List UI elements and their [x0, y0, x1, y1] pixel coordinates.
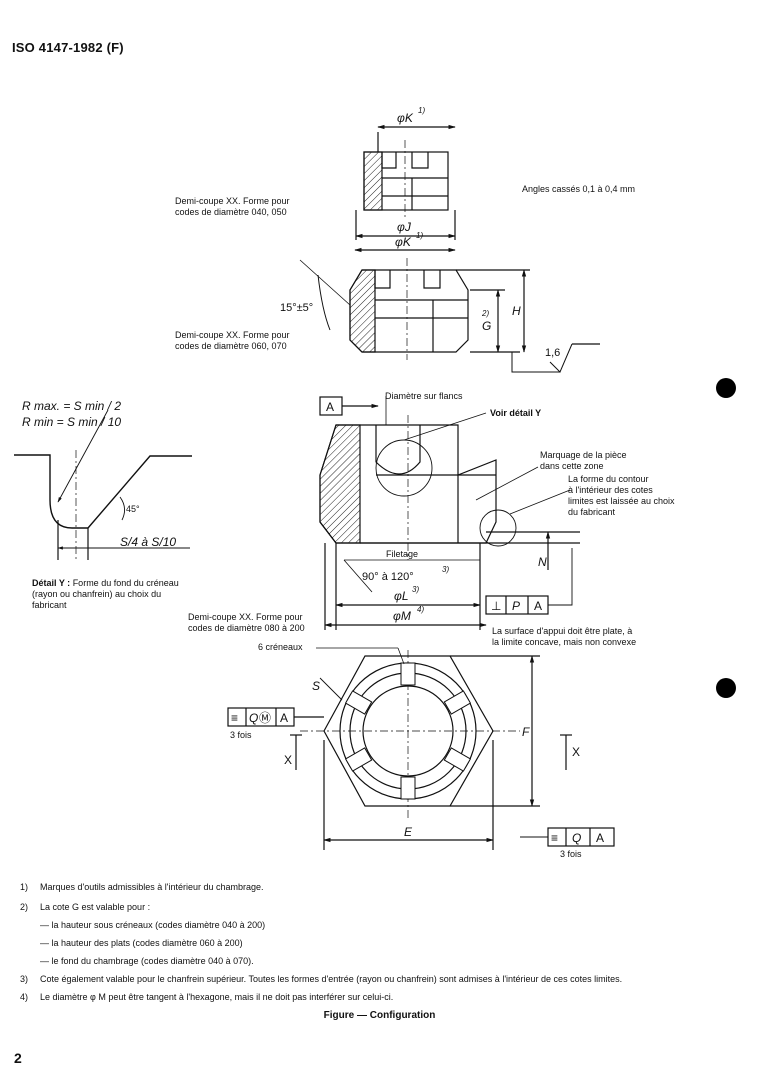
nut-040-050-view [355, 124, 456, 240]
dim-phim-sup: 4) [417, 605, 424, 614]
nut-080-200-section [319, 396, 580, 630]
footnote-2: 2)La cote G est valable pour : [20, 902, 151, 912]
section-x-right: X [572, 745, 580, 759]
datum-a: A [326, 400, 334, 414]
frame-perp-a: A [534, 599, 542, 613]
footnote-3: 3)Cote également valable pour le chanfre… [20, 974, 623, 984]
dim-rmax: R max. = S min / 2 [22, 399, 121, 413]
dim-rmin: R min = S min / 10 [22, 415, 121, 429]
frame-sym-left-symbol: ≡ [231, 711, 238, 725]
dim-phik-mid-sup: 1) [416, 231, 423, 240]
figure-caption: Figure — Configuration [323, 1010, 436, 1021]
dim-phil: φL [394, 589, 409, 603]
dim-n: N [538, 555, 547, 569]
note-angles-casses: Angles cassés 0,1 à 0,4 mm [522, 184, 636, 194]
note-filetage: Filetage [386, 549, 419, 559]
dim-phim: φM [393, 609, 411, 623]
hexagon-plan-view [227, 647, 615, 850]
frame-perp-symbol: ⊥ [491, 599, 501, 613]
dim-phik-top: φK [397, 111, 414, 125]
note-3-fois-left: 3 fois [230, 730, 252, 740]
dim-phil-sup: 3) [412, 585, 419, 594]
note-voir-detail: Voir détail Y [490, 408, 542, 418]
frame-sym-right-q: Q [572, 831, 581, 845]
note-detail-y: Détail Y : Forme du fond du créneau (ray… [32, 578, 179, 610]
footnote-2b: — la hauteur des plats (codes diamètre 0… [40, 938, 243, 948]
dim-phik-mid: φK [395, 235, 412, 249]
margin-dot-1 [716, 378, 736, 398]
frame-sym-left-a: A [280, 711, 288, 725]
page-number: 2 [14, 1050, 22, 1066]
dim-phik-top-sup: 1) [418, 106, 425, 115]
dim-f: F [522, 725, 530, 739]
dim-e: E [404, 825, 413, 839]
frame-sym-left-m: Ⓜ [259, 711, 271, 725]
dim-roughness: 1,6 [545, 347, 560, 359]
margin-dot-2 [716, 678, 736, 698]
footnote-1: 1)Marques d'outils admissibles à l'intér… [20, 882, 264, 892]
frame-sym-right-symbol: ≡ [551, 831, 558, 845]
frame-sym-left-q: Q [249, 711, 258, 725]
dim-h: H [512, 304, 521, 318]
footnote-2a: — la hauteur sous créneaux (codes diamèt… [40, 920, 266, 930]
dim-s-hex: S [312, 679, 320, 693]
nut-060-070-view [299, 247, 600, 373]
dim-thread-angle: 90° à 120° [362, 571, 414, 583]
note-diametre-flancs: Diamètre sur flancs [385, 391, 463, 401]
dim-45: 45° [126, 504, 140, 514]
dim-g-sup: 2) [481, 309, 489, 318]
section-x-left: X [284, 753, 292, 767]
footnote-2c: — le fond du chambrage (codes diamètre 0… [40, 956, 254, 966]
dim-s4: S/4 à S/10 [120, 535, 176, 549]
dim-angle: 15°±5° [280, 302, 313, 314]
frame-perp-p: P [512, 599, 520, 613]
document-header: ISO 4147-1982 (F) [12, 40, 124, 55]
dim-phij: φJ [397, 220, 412, 234]
dim-thread-angle-sup: 3) [442, 565, 449, 574]
note-creneaux: 6 créneaux [258, 642, 303, 652]
detail-y-view [14, 409, 192, 560]
note-3-fois-right: 3 fois [560, 849, 582, 859]
frame-sym-right-a: A [596, 831, 604, 845]
footnote-4: 4)Le diamètre φ M peut être tangent à l'… [20, 992, 394, 1002]
dim-g: G [482, 319, 491, 333]
